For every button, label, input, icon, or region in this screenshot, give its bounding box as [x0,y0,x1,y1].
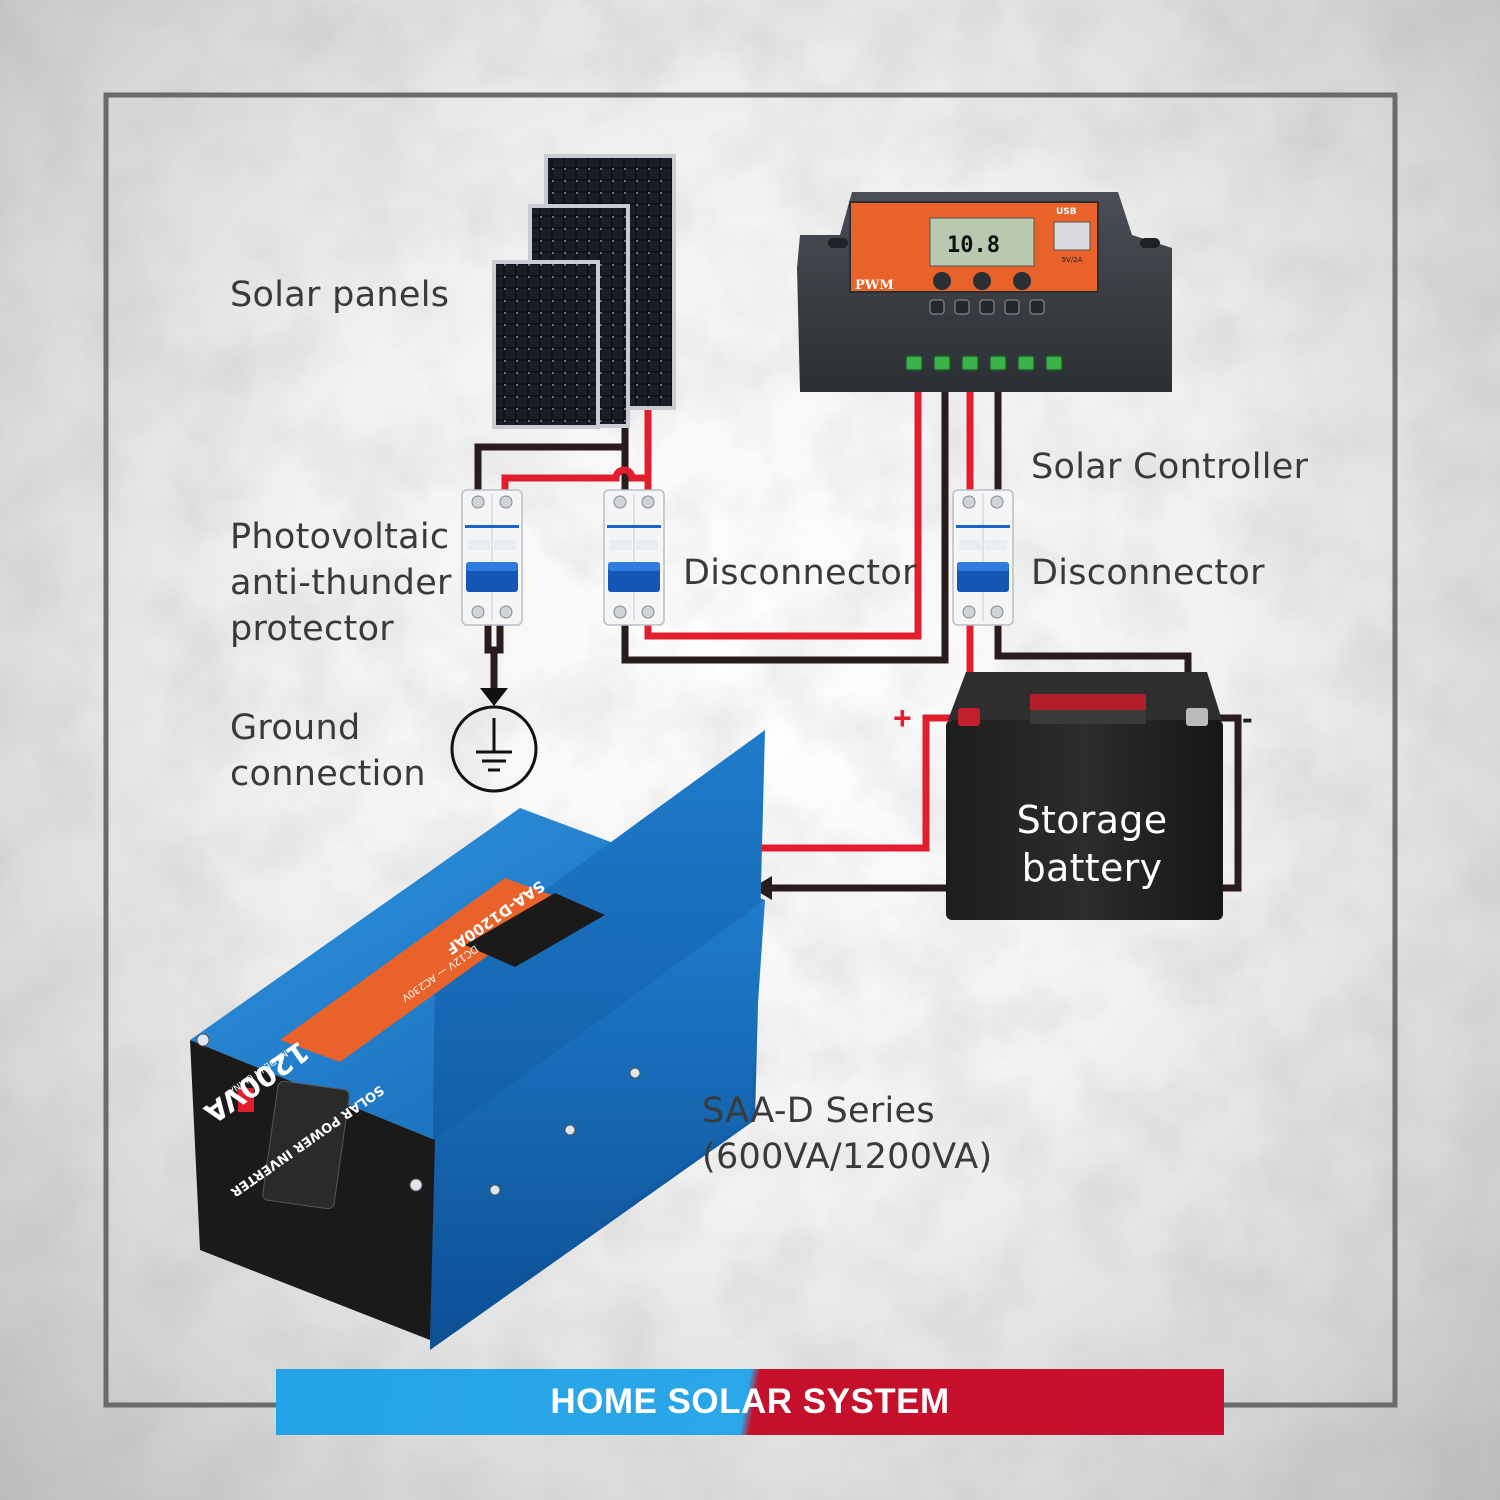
pv-protector-label-line-3: protector [230,609,394,649]
solar-charge-controller: 10.8 PWM USB 5V/2A [797,192,1172,392]
solar-panel-front [492,260,600,429]
inverter-series-line-1: SAA-D Series [702,1091,935,1131]
battery-negative-terminal-label: - [1242,700,1253,736]
ground-connection-label: Ground connection [230,705,426,797]
controller-usb-port [1053,221,1091,251]
page-title: HOME SOLAR SYSTEM [550,1382,950,1421]
disconnector-breaker-2 [952,489,1014,626]
pv-protector-label: Photovoltaic anti-thunder protector [230,514,452,652]
ground-label-line-2: connection [230,754,426,794]
pv-protector-label-line-1: Photovoltaic [230,517,450,557]
battery-label-line-2: battery [1021,846,1163,890]
solar-panel-array [492,154,676,429]
disconnector-label-2: Disconnector [1031,553,1265,593]
controller-usb-rating: 5V/2A [1062,256,1083,264]
pv-protector-breaker [461,489,523,626]
battery-label-line-1: Storage [1016,798,1168,842]
inverter-series-label: SAA-D Series (600VA/1200VA) [702,1088,992,1180]
outer-frame [103,92,1398,1408]
controller-display-value: 10.8 [947,233,1000,258]
power-inverter: SAA-D1200AF 1200VA SOLAR POWER INVERTER … [190,730,765,1350]
disconnector-breaker-1 [603,489,665,626]
storage-battery-label: Storage battery [962,796,1222,892]
disconnector-label-1: Disconnector [683,553,917,593]
solar-panels-label: Solar panels [230,275,450,315]
title-banner: HOME SOLAR SYSTEM [276,1369,1224,1435]
controller-usb-label: USB [1056,207,1077,217]
arrow-to-inverter-negative [752,876,772,900]
ground-label-line-1: Ground [230,708,361,748]
controller-wire-terminals [905,355,1063,371]
solar-controller-label: Solar Controller [1031,447,1309,487]
controller-lcd [929,217,1035,267]
pv-protector-label-line-2: anti-thunder [230,563,452,603]
inverter-series-line-2: (600VA/1200VA) [702,1137,993,1177]
storage-battery [946,672,1223,920]
ground-symbol [450,705,538,793]
controller-pwm-label: PWM [855,278,894,293]
controller-top-terminals [929,299,1045,315]
battery-positive-terminal-label: + [893,700,912,736]
arrow-to-ground [480,688,508,706]
